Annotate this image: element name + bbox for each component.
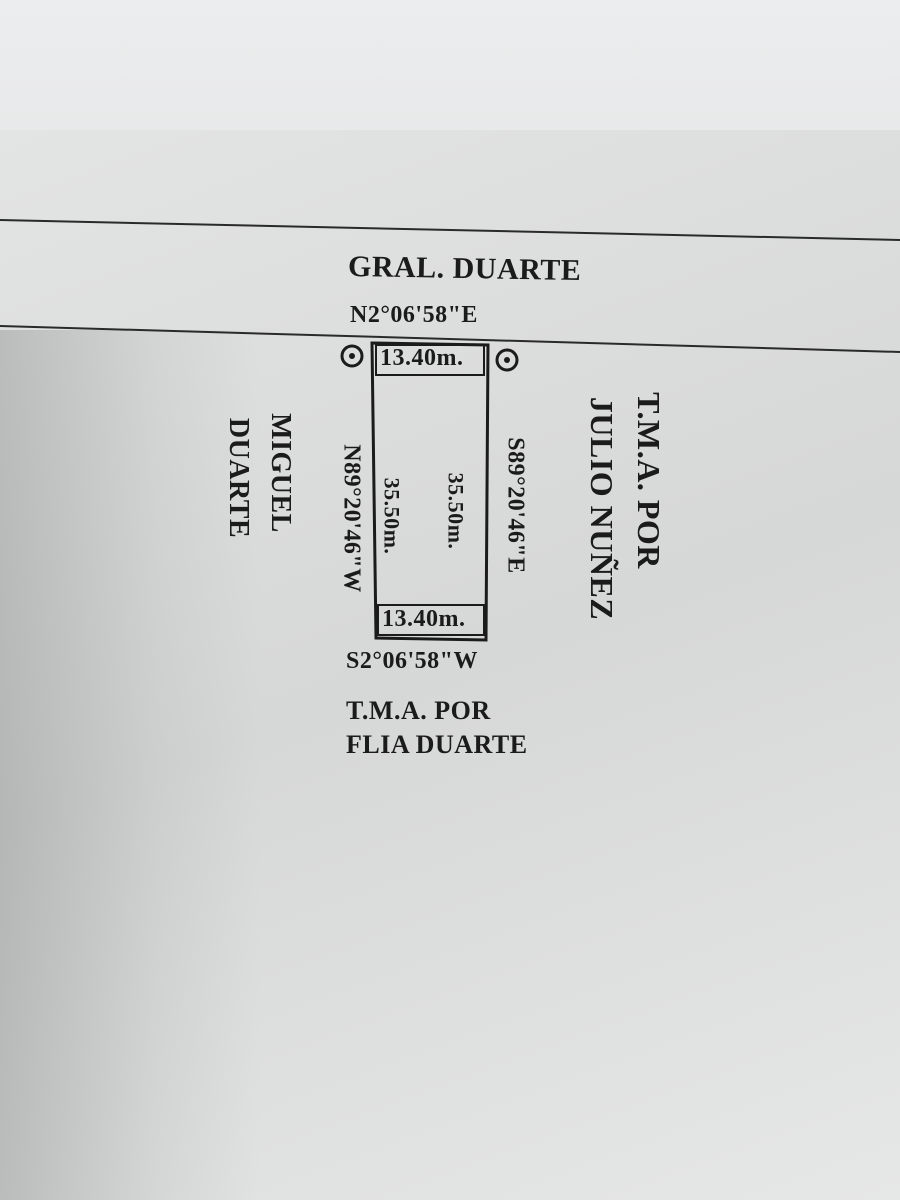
road-line-bottom bbox=[0, 325, 900, 353]
bottom-neighbor-line2: FLIA DUARTE bbox=[346, 730, 528, 759]
dim-right: 35.50m. bbox=[443, 472, 469, 550]
right-neighbor-line2: JULIO NUÑEZ bbox=[584, 396, 621, 621]
dim-bottom: 13.40m. bbox=[382, 606, 466, 632]
dim-left: 35.50m. bbox=[379, 477, 405, 555]
dim-top: 13.40m. bbox=[380, 345, 464, 371]
dim-box-bottom bbox=[377, 604, 485, 636]
bearing-top: N2°06'58"E bbox=[350, 302, 478, 328]
corner-marker-left bbox=[340, 344, 364, 368]
bearing-left: N89°20'46"W bbox=[338, 444, 365, 593]
bottom-neighbor-line1: T.M.A. POR bbox=[346, 696, 491, 725]
left-neighbor-line2: DUARTE bbox=[223, 417, 255, 539]
road-line-top bbox=[0, 219, 900, 241]
left-neighbor-line1: MIGUEL bbox=[264, 413, 296, 533]
street-name: GRAL. DUARTE bbox=[347, 249, 582, 288]
paper-sheet bbox=[0, 130, 900, 1200]
bearing-right: S89°20'46"E bbox=[502, 437, 529, 574]
corner-marker-right bbox=[495, 348, 519, 372]
dim-box-top bbox=[375, 344, 485, 376]
bearing-bottom: S2°06'58"W bbox=[346, 648, 478, 674]
paper-shadow bbox=[0, 330, 260, 1200]
right-neighbor-line1: T.M.A. POR bbox=[630, 392, 667, 569]
